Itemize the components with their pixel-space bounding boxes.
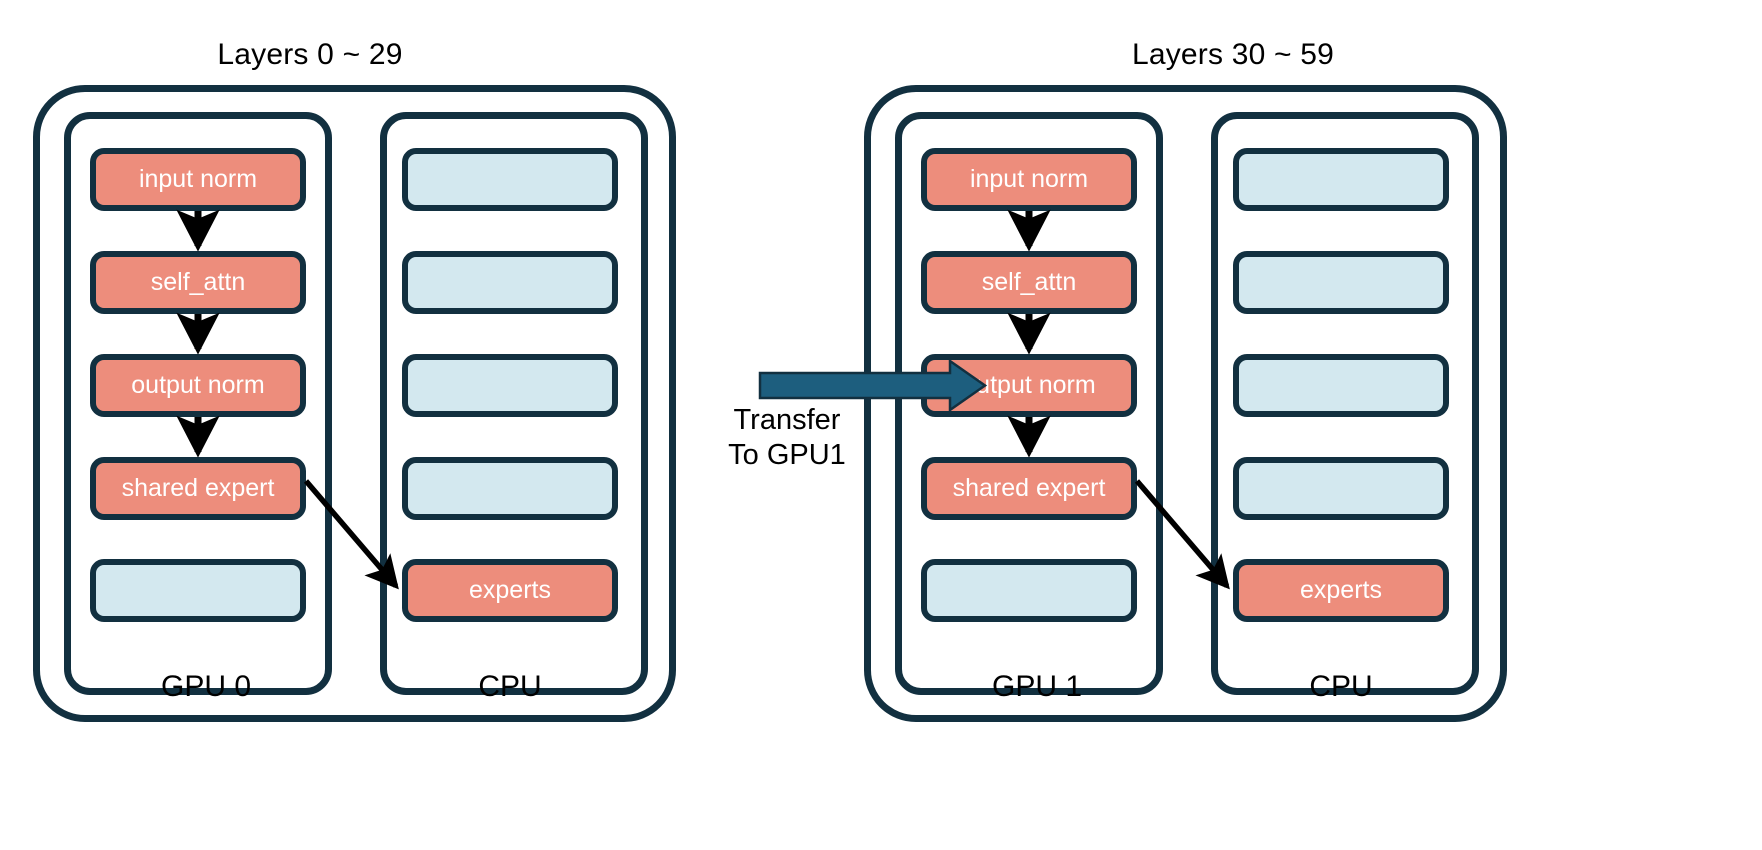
- block-input-norm-gpu1[interactable]: input norm: [921, 148, 1137, 211]
- panel-title-right: Layers 30 ~ 59: [1131, 38, 1335, 71]
- block-idle-gpu0[interactable]: [90, 559, 306, 622]
- block-idle-cpu-left-2[interactable]: [402, 251, 618, 314]
- block-experts-cpu-left[interactable]: experts: [402, 559, 618, 622]
- device-label-cpu-right: CPU: [1309, 670, 1373, 703]
- device-label-gpu-1: GPU 1: [991, 670, 1083, 703]
- transfer-label-line2: To GPU1: [728, 439, 846, 472]
- block-experts-cpu-right[interactable]: experts: [1233, 559, 1449, 622]
- transfer-label: Transfer To GPU1: [697, 403, 877, 474]
- transfer-label-line1: Transfer: [733, 404, 841, 436]
- panel-title-left: Layers 0 ~ 29: [217, 38, 403, 71]
- block-self-attn-gpu0[interactable]: self_attn: [90, 251, 306, 314]
- block-idle-cpu-right-3[interactable]: [1233, 354, 1449, 417]
- block-idle-cpu-right-2[interactable]: [1233, 251, 1449, 314]
- block-output-norm-gpu0[interactable]: output norm: [90, 354, 306, 417]
- block-idle-cpu-right-1[interactable]: [1233, 148, 1449, 211]
- block-idle-cpu-right-4[interactable]: [1233, 457, 1449, 520]
- block-shared-expert-gpu1[interactable]: shared expert: [921, 457, 1137, 520]
- device-label-gpu-0: GPU 0: [160, 670, 252, 703]
- block-shared-expert-gpu0[interactable]: shared expert: [90, 457, 306, 520]
- block-idle-cpu-left-3[interactable]: [402, 354, 618, 417]
- block-input-norm-gpu0[interactable]: input norm: [90, 148, 306, 211]
- device-label-cpu-left: CPU: [478, 670, 542, 703]
- block-idle-gpu1[interactable]: [921, 559, 1137, 622]
- block-self-attn-gpu1[interactable]: self_attn: [921, 251, 1137, 314]
- block-output-norm-gpu1[interactable]: output norm: [921, 354, 1137, 417]
- block-idle-cpu-left-4[interactable]: [402, 457, 618, 520]
- block-idle-cpu-left-1[interactable]: [402, 148, 618, 211]
